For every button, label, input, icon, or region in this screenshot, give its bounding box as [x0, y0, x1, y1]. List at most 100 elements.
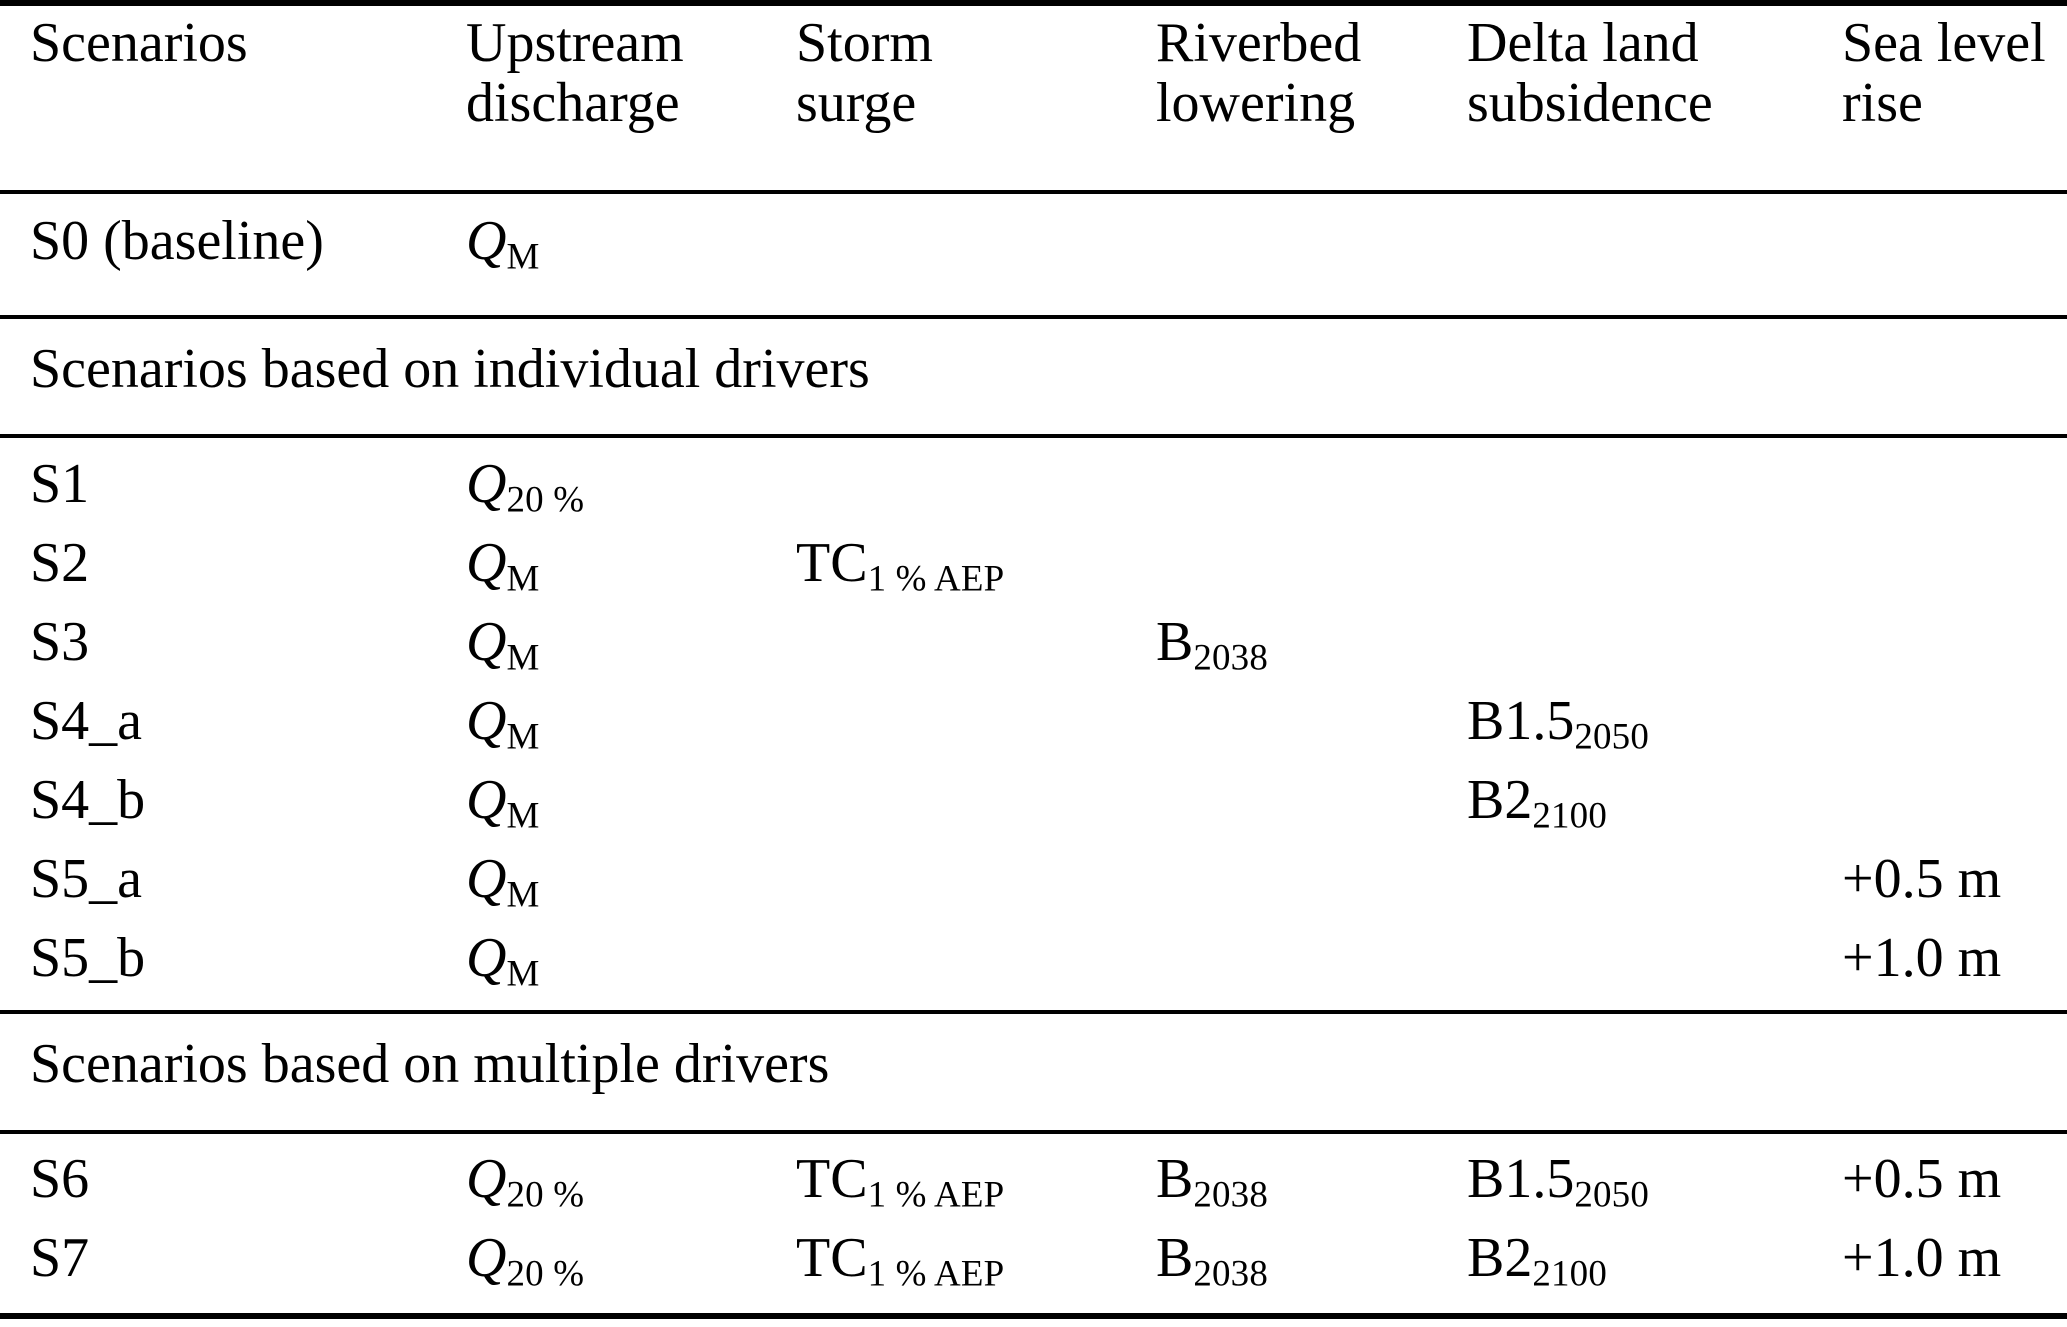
column-header-sea-level-rise: Sea level rise: [1812, 12, 2067, 134]
upstream-subscript: M: [506, 235, 540, 277]
delta-land-subsidence-subscript: 2100: [1532, 1252, 1608, 1294]
cell-sea-level-rise: +1.0 m: [1812, 927, 2067, 989]
cell-scenario: S7: [0, 1227, 436, 1289]
upstream-discharge-symbol: Q: [466, 611, 507, 673]
section-multiple-bottom-rule: [0, 1130, 2067, 1134]
riverbed-lowering-subscript: 2038: [1193, 1173, 1269, 1215]
baseline-separator-rule: [0, 315, 2067, 319]
upstream-discharge-symbol: Q: [466, 1148, 507, 1210]
scenario-value: S5_b: [30, 927, 146, 989]
column-header-riverbed-line2: lowering: [1156, 71, 1356, 134]
cell-scenario: S2: [0, 532, 436, 594]
column-header-storm-surge: Storm surge: [766, 12, 1126, 134]
column-header-subsidence-line1: Delta land: [1467, 12, 1699, 74]
sea-level-rise-value: +0.5 m: [1842, 1148, 2002, 1210]
delta-land-subsidence-symbol: B2: [1467, 769, 1533, 831]
storm-surge-subscript: 1 % AEP: [867, 557, 1005, 599]
scenario-value: S2: [30, 532, 90, 594]
upstream-discharge-symbol: Q: [466, 927, 507, 989]
upstream-discharge-subscript: M: [506, 794, 540, 836]
scenario-value: S7: [30, 1227, 90, 1289]
column-header-sealevel-line1: Sea level: [1842, 12, 2046, 74]
cell-scenario: S5_b: [0, 927, 436, 989]
cell-riverbed-lowering: B2038: [1126, 1149, 1437, 1215]
table-row: S3 QM B2038: [0, 611, 2067, 678]
cell-upstream-discharge: QM: [436, 210, 766, 277]
cell-scenario: S1: [0, 453, 436, 515]
header-separator-rule: [0, 190, 2067, 194]
riverbed-lowering-subscript: 2038: [1193, 1252, 1269, 1294]
upstream-discharge-symbol: Q: [466, 848, 507, 910]
column-header-storm-line1: Storm: [796, 12, 933, 74]
upstream-discharge-subscript: M: [506, 952, 540, 994]
section-individual-rule: [0, 434, 2067, 438]
column-header-sealevel-line2: rise: [1842, 71, 1923, 134]
upstream-discharge-subscript: M: [506, 873, 540, 915]
cell-upstream-discharge: QM: [436, 769, 766, 836]
cell-delta-land-subsidence: B1.52050: [1437, 1148, 1812, 1215]
cell-scenario: S6: [0, 1149, 436, 1209]
column-header-riverbed-lowering: Riverbed lowering: [1126, 13, 1437, 134]
scenario-value: S1: [30, 453, 90, 515]
cell-upstream-discharge: Q20 %: [436, 1148, 766, 1215]
cell-storm-surge: TC1 % AEP: [766, 1228, 1126, 1294]
cell-scenario: S0 (baseline): [0, 210, 436, 272]
cell-storm-surge: TC1 % AEP: [766, 1148, 1126, 1215]
cell-scenario: S4_a: [0, 690, 436, 752]
cell-storm-surge: TC1 % AEP: [766, 532, 1126, 599]
scenario-value: S4_a: [30, 690, 142, 752]
table-header-row: Scenarios Upstream discharge Storm surge…: [0, 12, 2067, 134]
scenario-value: S5_a: [30, 848, 142, 910]
riverbed-lowering-symbol: B: [1156, 611, 1194, 673]
delta-land-subsidence-symbol: B2: [1467, 1227, 1533, 1289]
upstream-discharge-symbol: Q: [466, 532, 507, 594]
scenario-label: S0 (baseline): [30, 210, 324, 272]
upstream-discharge-subscript: M: [506, 636, 540, 678]
column-header-storm-line2: surge: [796, 71, 917, 134]
upstream-discharge-subscript: 20 %: [506, 478, 585, 520]
table-row: S5_b QM +1.0 m: [0, 927, 2067, 994]
cell-upstream-discharge: QM: [436, 848, 766, 915]
table-top-rule: [0, 0, 2067, 6]
upstream-discharge-subscript: 20 %: [506, 1173, 585, 1215]
column-header-delta-land-subsidence: Delta land subsidence: [1437, 12, 1812, 134]
delta-land-subsidence-subscript: 2100: [1532, 794, 1608, 836]
sea-level-rise-value: +1.0 m: [1842, 927, 2002, 989]
cell-upstream-discharge: QM: [436, 691, 766, 756]
cell-sea-level-rise: +0.5 m: [1812, 1148, 2067, 1210]
section-multiple-top-rule: [0, 1010, 2067, 1014]
storm-surge-symbol: TC: [796, 1148, 868, 1210]
section-title-multiple-drivers: Scenarios based on multiple drivers: [0, 1033, 2067, 1095]
cell-scenario: S5_a: [0, 848, 436, 910]
cell-riverbed-lowering: B2038: [1126, 1228, 1437, 1294]
cell-riverbed-lowering: B2038: [1126, 611, 1437, 677]
upstream-discharge-symbol: Q: [466, 1227, 507, 1289]
cell-delta-land-subsidence: B22100: [1437, 1227, 1812, 1294]
cell-upstream-discharge: Q20 %: [436, 453, 766, 520]
section-title-label: Scenarios based on multiple drivers: [30, 1033, 830, 1095]
delta-land-subsidence-symbol: B1.5: [1467, 690, 1575, 752]
cell-sea-level-rise: +1.0 m: [1812, 1227, 2067, 1289]
delta-land-subsidence-symbol: B1.5: [1467, 1148, 1575, 1210]
column-header-scenarios: Scenarios: [0, 13, 436, 74]
cell-delta-land-subsidence: B1.52050: [1437, 690, 1812, 757]
storm-surge-symbol: TC: [796, 532, 868, 594]
upstream-discharge-symbol: Q: [466, 769, 507, 831]
table-row: S4_a QM B1.52050: [0, 690, 2067, 757]
cell-upstream-discharge: QM: [436, 532, 766, 598]
upstream-discharge-symbol: Q: [466, 453, 507, 515]
storm-surge-subscript: 1 % AEP: [867, 1252, 1005, 1294]
cell-upstream-discharge: Q20 %: [436, 1227, 766, 1293]
section-title-individual-drivers: Scenarios based on individual drivers: [0, 339, 2067, 399]
storm-surge-subscript: 1 % AEP: [867, 1173, 1005, 1215]
sea-level-rise-value: +1.0 m: [1842, 1227, 2002, 1289]
cell-scenario: S3: [0, 611, 436, 673]
delta-land-subsidence-subscript: 2050: [1574, 715, 1650, 757]
column-header-subsidence-line2: subsidence: [1467, 71, 1713, 134]
scenario-value: S3: [30, 611, 90, 673]
delta-land-subsidence-subscript: 2050: [1574, 1173, 1650, 1215]
upstream-symbol: Q: [466, 210, 507, 272]
